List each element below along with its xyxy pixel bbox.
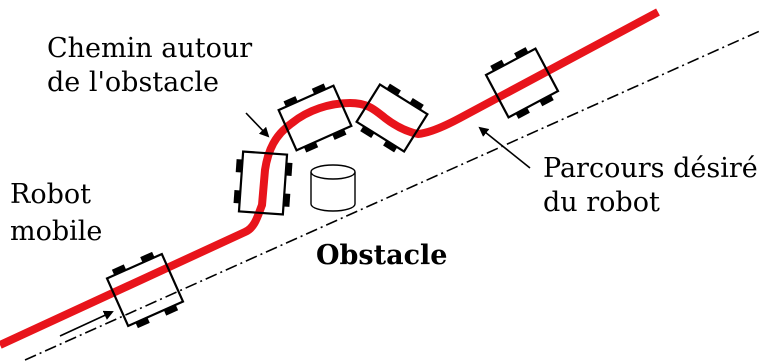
arrow-to-path [245,112,270,138]
arrow-to-desired-path [478,126,531,169]
label-desired-path-line1: Parcours désiré [543,153,758,184]
label-obstacle: Obstacle [316,240,447,271]
label-robot-line1: Robot [10,179,91,210]
actual-path-curve [0,8,660,349]
robot-5 [484,47,560,119]
label-desired-path-line2: du robot [543,187,660,218]
obstacle-cylinder [310,164,356,212]
desired-path-line [24,29,763,361]
robot-4 [355,82,429,154]
label-path-around-line1: Chemin autour [47,33,252,64]
label-path-around-line2: de l'obstacle [47,67,219,98]
robot-1 [105,251,185,329]
label-robot-line2: mobile [10,216,102,247]
robot-2 [233,150,293,216]
robot-3 [277,83,353,153]
arrow-to-robot [59,310,114,337]
